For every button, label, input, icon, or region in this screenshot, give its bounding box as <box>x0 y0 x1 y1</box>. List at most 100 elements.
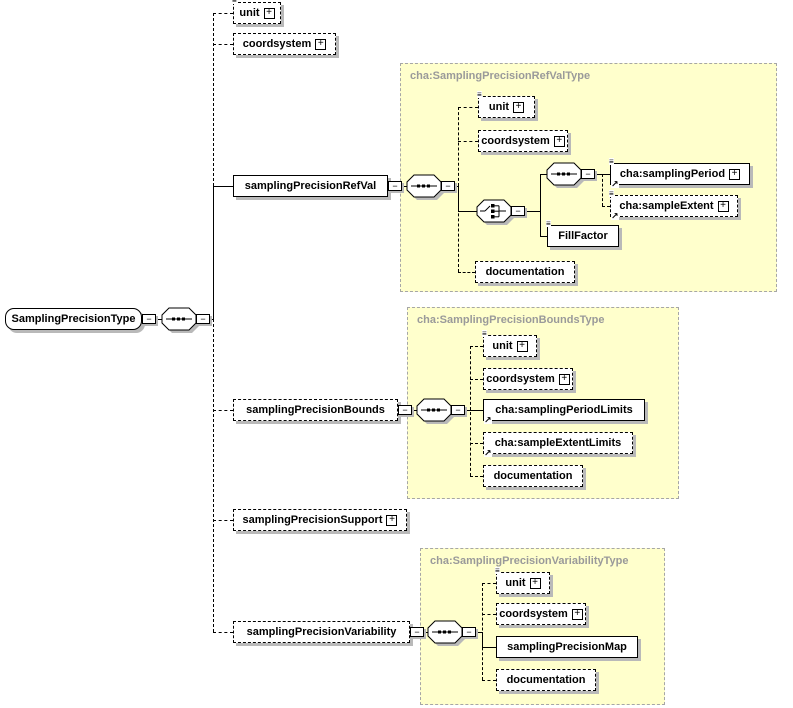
element-label: documentation <box>506 674 586 686</box>
element-label: samplingPrecisionRefVal <box>244 180 377 192</box>
element-sampling-precision-map[interactable]: samplingPrecisionMap <box>496 636 638 658</box>
group-title-refvaltype: cha:SamplingPrecisionRefValType <box>410 70 591 82</box>
element-label: coordsystem <box>242 38 312 50</box>
connector <box>470 346 483 347</box>
connector <box>213 410 233 411</box>
element-sampling-precision-variability[interactable]: samplingPrecisionVariability <box>233 621 410 643</box>
connector <box>482 583 496 584</box>
expand-button[interactable]: + <box>558 373 570 385</box>
connector-trunk <box>602 174 603 206</box>
element-root[interactable]: SamplingPrecisionType <box>5 308 142 330</box>
connector-trunk <box>540 174 541 236</box>
expand-button[interactable]: + <box>513 101 525 113</box>
expand-button[interactable]: + <box>315 38 327 50</box>
connector <box>470 443 483 444</box>
element-sample-extent[interactable]: ≡ ↗ cha:sampleExtent + <box>609 190 738 221</box>
element-label: cha:samplingPeriod <box>619 168 726 180</box>
expand-button[interactable]: + <box>386 514 398 526</box>
collapse-button[interactable]: − <box>581 169 595 179</box>
annotation-icon: ≡ <box>495 566 500 575</box>
collapse-button[interactable]: − <box>196 314 210 324</box>
element-sampling-period[interactable]: ≡ ↗ cha:samplingPeriod + <box>609 158 750 189</box>
element-sampling-period-limits[interactable]: ↗ cha:samplingPeriodLimits <box>483 399 645 425</box>
element-label: cha:samplingPeriodLimits <box>495 404 633 416</box>
connector <box>470 476 483 477</box>
collapse-button[interactable]: − <box>398 405 412 415</box>
connector-trunk <box>213 319 214 632</box>
element-unit-variability[interactable]: ≡ unit + <box>495 567 550 594</box>
element-documentation-bounds[interactable]: documentation <box>483 465 583 487</box>
collapse-button[interactable]: − <box>511 206 525 216</box>
connector-trunk <box>458 186 459 211</box>
connector <box>458 141 478 142</box>
expand-button[interactable]: + <box>717 200 729 212</box>
connector <box>540 236 547 237</box>
element-unit-bounds[interactable]: ≡ unit + <box>482 330 537 357</box>
element-label: unit <box>488 101 510 113</box>
element-label: FillFactor <box>558 230 608 242</box>
annotation-icon: ≡ <box>546 219 551 228</box>
expand-button[interactable]: + <box>553 135 565 147</box>
element-label: documentation <box>493 470 573 482</box>
collapse-button[interactable]: − <box>142 314 156 324</box>
element-documentation-variability[interactable]: documentation <box>496 669 596 691</box>
collapse-button[interactable]: − <box>462 627 476 637</box>
element-fillfactor[interactable]: ≡ FillFactor <box>546 220 619 247</box>
reference-icon: ↗ <box>611 211 619 221</box>
reference-icon: ↗ <box>611 179 619 189</box>
element-label: SamplingPrecisionType <box>11 313 136 325</box>
expand-button[interactable]: + <box>263 7 275 19</box>
connector <box>424 632 428 633</box>
connector <box>595 174 610 175</box>
element-label: samplingPrecisionMap <box>507 641 627 653</box>
element-unit[interactable]: ≡ unit + <box>232 0 281 24</box>
choice-icon[interactable] <box>476 199 516 228</box>
connector <box>458 272 475 273</box>
expand-button[interactable]: + <box>529 577 541 589</box>
collapse-button[interactable]: − <box>410 627 424 637</box>
expand-button[interactable]: + <box>729 168 741 180</box>
element-label: coordsystem <box>486 373 555 385</box>
connector <box>213 632 233 633</box>
expand-button[interactable]: + <box>516 340 528 352</box>
element-sampling-precision-refval[interactable]: samplingPrecisionRefVal <box>233 175 388 197</box>
connector-trunk <box>213 13 214 186</box>
group-title-boundstype: cha:SamplingPrecisionBoundsType <box>417 314 605 326</box>
connector-trunk <box>482 632 483 647</box>
connector <box>482 647 496 648</box>
annotation-icon: ≡ <box>482 329 487 338</box>
element-coordsystem-variability[interactable]: coordsystem + <box>496 603 586 625</box>
element-sampling-precision-support[interactable]: samplingPrecisionSupport + <box>233 509 407 531</box>
sequence-icon[interactable] <box>416 398 456 427</box>
element-label: documentation <box>485 266 565 278</box>
sequence-icon[interactable] <box>161 307 201 336</box>
element-coordsystem[interactable]: coordsystem + <box>233 33 336 55</box>
element-coordsystem-refval[interactable]: coordsystem + <box>478 130 568 152</box>
collapse-button[interactable]: − <box>441 181 455 191</box>
connector <box>213 186 233 187</box>
element-label: samplingPrecisionVariability <box>246 626 397 638</box>
connector <box>402 186 407 187</box>
expand-button[interactable]: + <box>571 608 583 620</box>
sequence-icon[interactable] <box>427 620 467 649</box>
element-documentation-refval[interactable]: documentation <box>475 261 575 283</box>
element-label: samplingPrecisionSupport <box>242 514 383 526</box>
element-sampling-precision-bounds[interactable]: samplingPrecisionBounds <box>233 399 398 421</box>
connector <box>213 44 233 45</box>
element-unit-refval[interactable]: ≡ unit + <box>477 91 535 118</box>
element-label: unit <box>492 340 513 352</box>
connector <box>476 632 483 633</box>
connector <box>540 174 547 175</box>
element-sample-extent-limits[interactable]: ↗ cha:sampleExtentLimits <box>483 432 633 458</box>
connector <box>156 319 162 320</box>
collapse-button[interactable]: − <box>451 405 465 415</box>
sequence-icon[interactable] <box>546 162 586 191</box>
element-label: cha:sampleExtentLimits <box>494 437 622 449</box>
connector <box>482 680 496 681</box>
element-coordsystem-bounds[interactable]: coordsystem + <box>483 368 573 390</box>
sequence-icon[interactable] <box>406 174 446 203</box>
collapse-button[interactable]: − <box>388 181 402 191</box>
connector <box>465 410 483 411</box>
connector-trunk <box>482 583 483 680</box>
